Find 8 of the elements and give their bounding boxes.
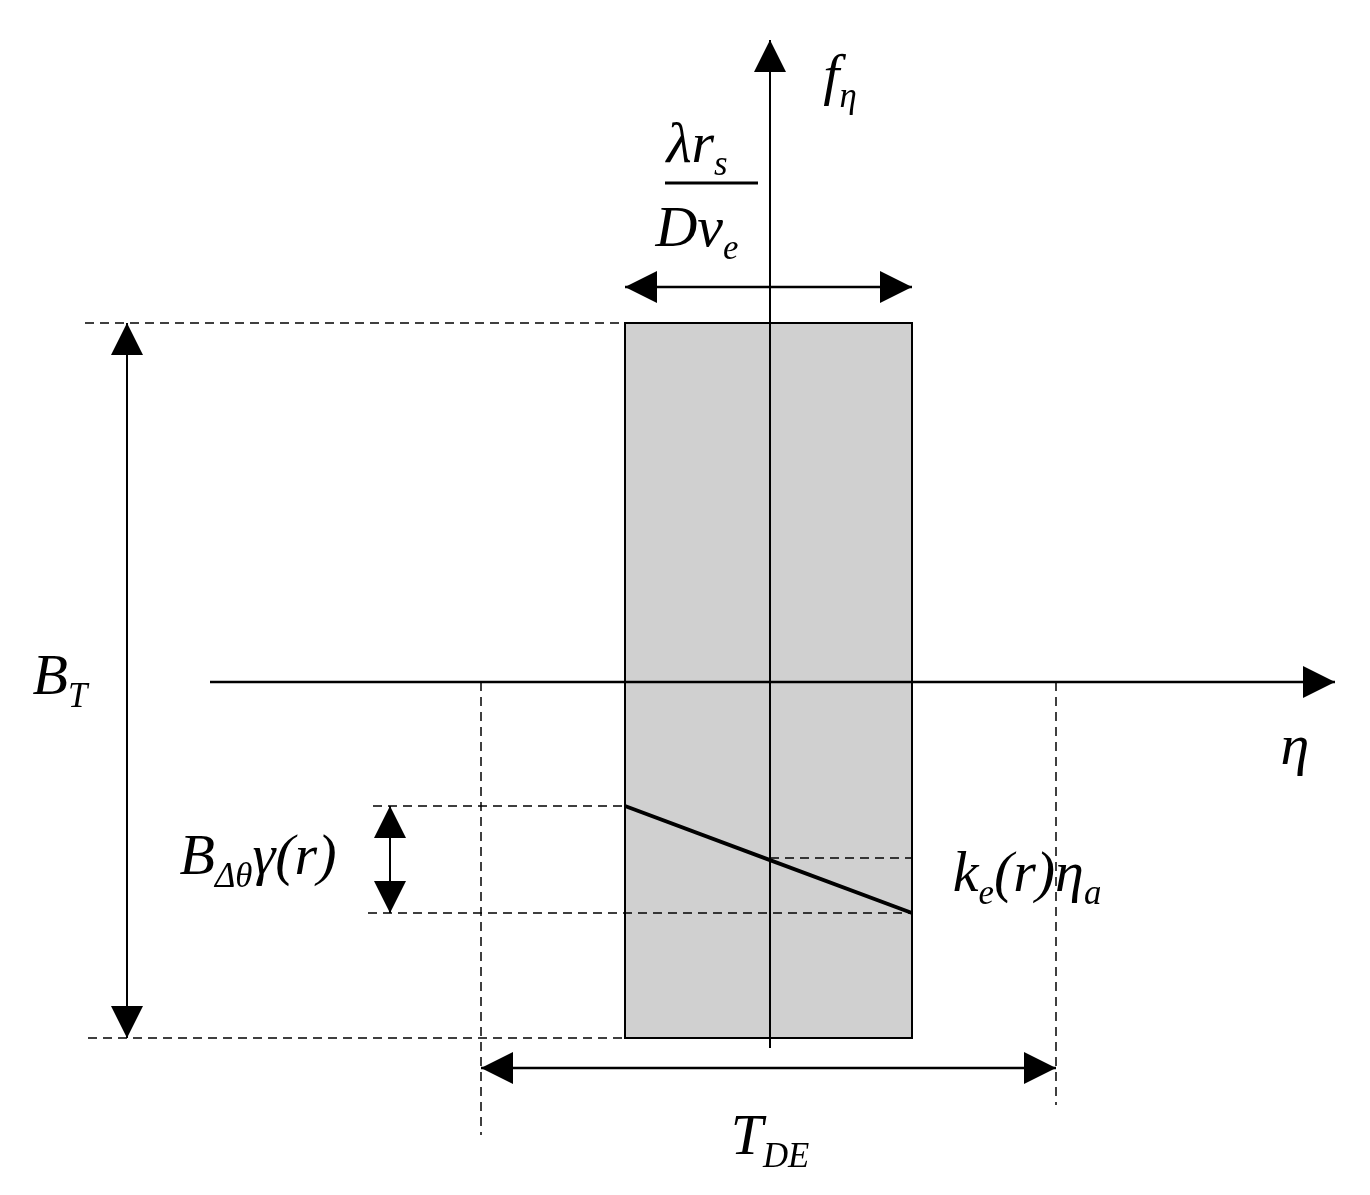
dimension-label: B$_{T}$ [32, 646, 88, 714]
dimension-label: Dv$_{e}$ [655, 198, 739, 266]
axis-label: f$_{η}$ [823, 46, 857, 114]
dimension-label: λr$_{s}$ [666, 114, 728, 182]
curve-label: k$_{e}$(r)η$_{a}$ [952, 843, 1102, 911]
axis-label: η [1280, 716, 1310, 774]
dimension-label: T$_{DE}$ [730, 1106, 810, 1174]
dimension-label: B$_{Δθ}$γ(r) [179, 826, 337, 894]
